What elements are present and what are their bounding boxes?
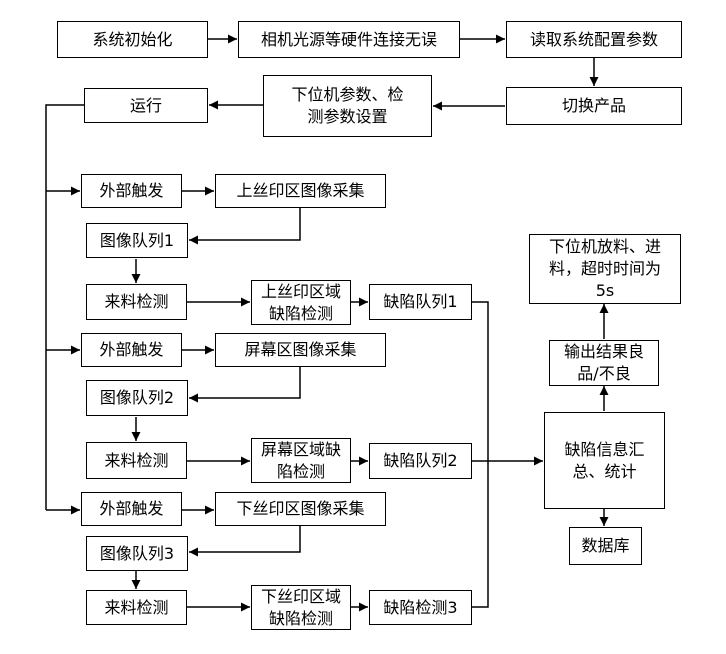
node-database: 数据库 [569, 527, 642, 565]
node-trigger3: 外部触发 [81, 492, 182, 526]
arrow-capture2-to-queue2 [189, 367, 301, 403]
node-run: 运行 [84, 88, 208, 123]
node-plc-release: 下位机放料、进料，超时时间为5s [529, 234, 681, 304]
node-queue2: 图像队列2 [86, 380, 188, 416]
node-queue1: 图像队列1 [86, 223, 188, 258]
node-capture1: 上丝印区图像采集 [215, 174, 386, 208]
node-detect1: 来料检测 [86, 284, 187, 320]
node-trigger1: 外部触发 [81, 174, 182, 208]
node-hw-check: 相机光源等硬件连接无误 [238, 21, 460, 58]
node-output: 输出结果良品/不良 [549, 340, 659, 386]
node-capture2: 屏幕区图像采集 [215, 333, 386, 367]
node-defect-detect1: 上丝印区域缺陷检测 [251, 280, 351, 325]
node-summary: 缺陷信息汇总、统计 [544, 412, 665, 509]
line-collector [472, 301, 489, 608]
node-detect2: 来料检测 [86, 442, 187, 479]
line-run-trunk [45, 104, 84, 510]
node-defect-queue1: 缺陷队列1 [369, 284, 472, 320]
node-defect-queue3: 缺陷检测3 [369, 590, 472, 625]
node-read-config: 读取系统配置参数 [506, 21, 682, 58]
node-defect-detect2: 屏幕区域缺陷检测 [251, 438, 351, 483]
arrow-capture1-to-queue1 [189, 208, 301, 245]
node-defect-queue2: 缺陷队列2 [369, 443, 472, 479]
node-sys-init: 系统初始化 [57, 21, 208, 58]
node-queue3: 图像队列3 [86, 536, 188, 571]
node-plc-params: 下位机参数、检测参数设置 [263, 75, 432, 137]
node-detect3: 来料检测 [86, 590, 187, 625]
node-switch-product: 切换产品 [506, 87, 682, 125]
node-trigger2: 外部触发 [81, 333, 182, 367]
node-defect-detect3: 下丝印区域缺陷检测 [251, 585, 351, 630]
arrow-capture3-to-queue3 [189, 526, 301, 557]
node-capture3: 下丝印区图像采集 [215, 492, 386, 526]
